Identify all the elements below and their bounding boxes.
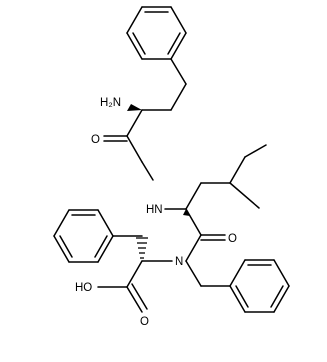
carbonyl-oxygen-1-label: O — [91, 134, 100, 146]
phenyl-ring-left — [53, 209, 114, 263]
acid-hydroxyl-label: HO — [75, 282, 92, 294]
amine-label: H₂N — [100, 97, 121, 109]
phenyl-ring-top — [126, 6, 187, 60]
atom-labels: H₂N O HN O N HO O — [75, 97, 237, 328]
wedge-bond-amine — [127, 104, 142, 111]
amide-nitrogen-2-label: N — [175, 256, 183, 268]
amide-nitrogen-1-label: HN — [146, 204, 163, 216]
n-benzyl-group — [185, 259, 290, 313]
homophenylalanine-chain — [103, 58, 187, 181]
acid-oxygen-label: O — [140, 316, 149, 328]
carbonyl-oxygen-2-label: O — [228, 233, 237, 245]
phenylalanine-residue — [97, 235, 173, 313]
hashed-bond — [136, 237, 148, 259]
leucine-residue — [164, 144, 267, 262]
